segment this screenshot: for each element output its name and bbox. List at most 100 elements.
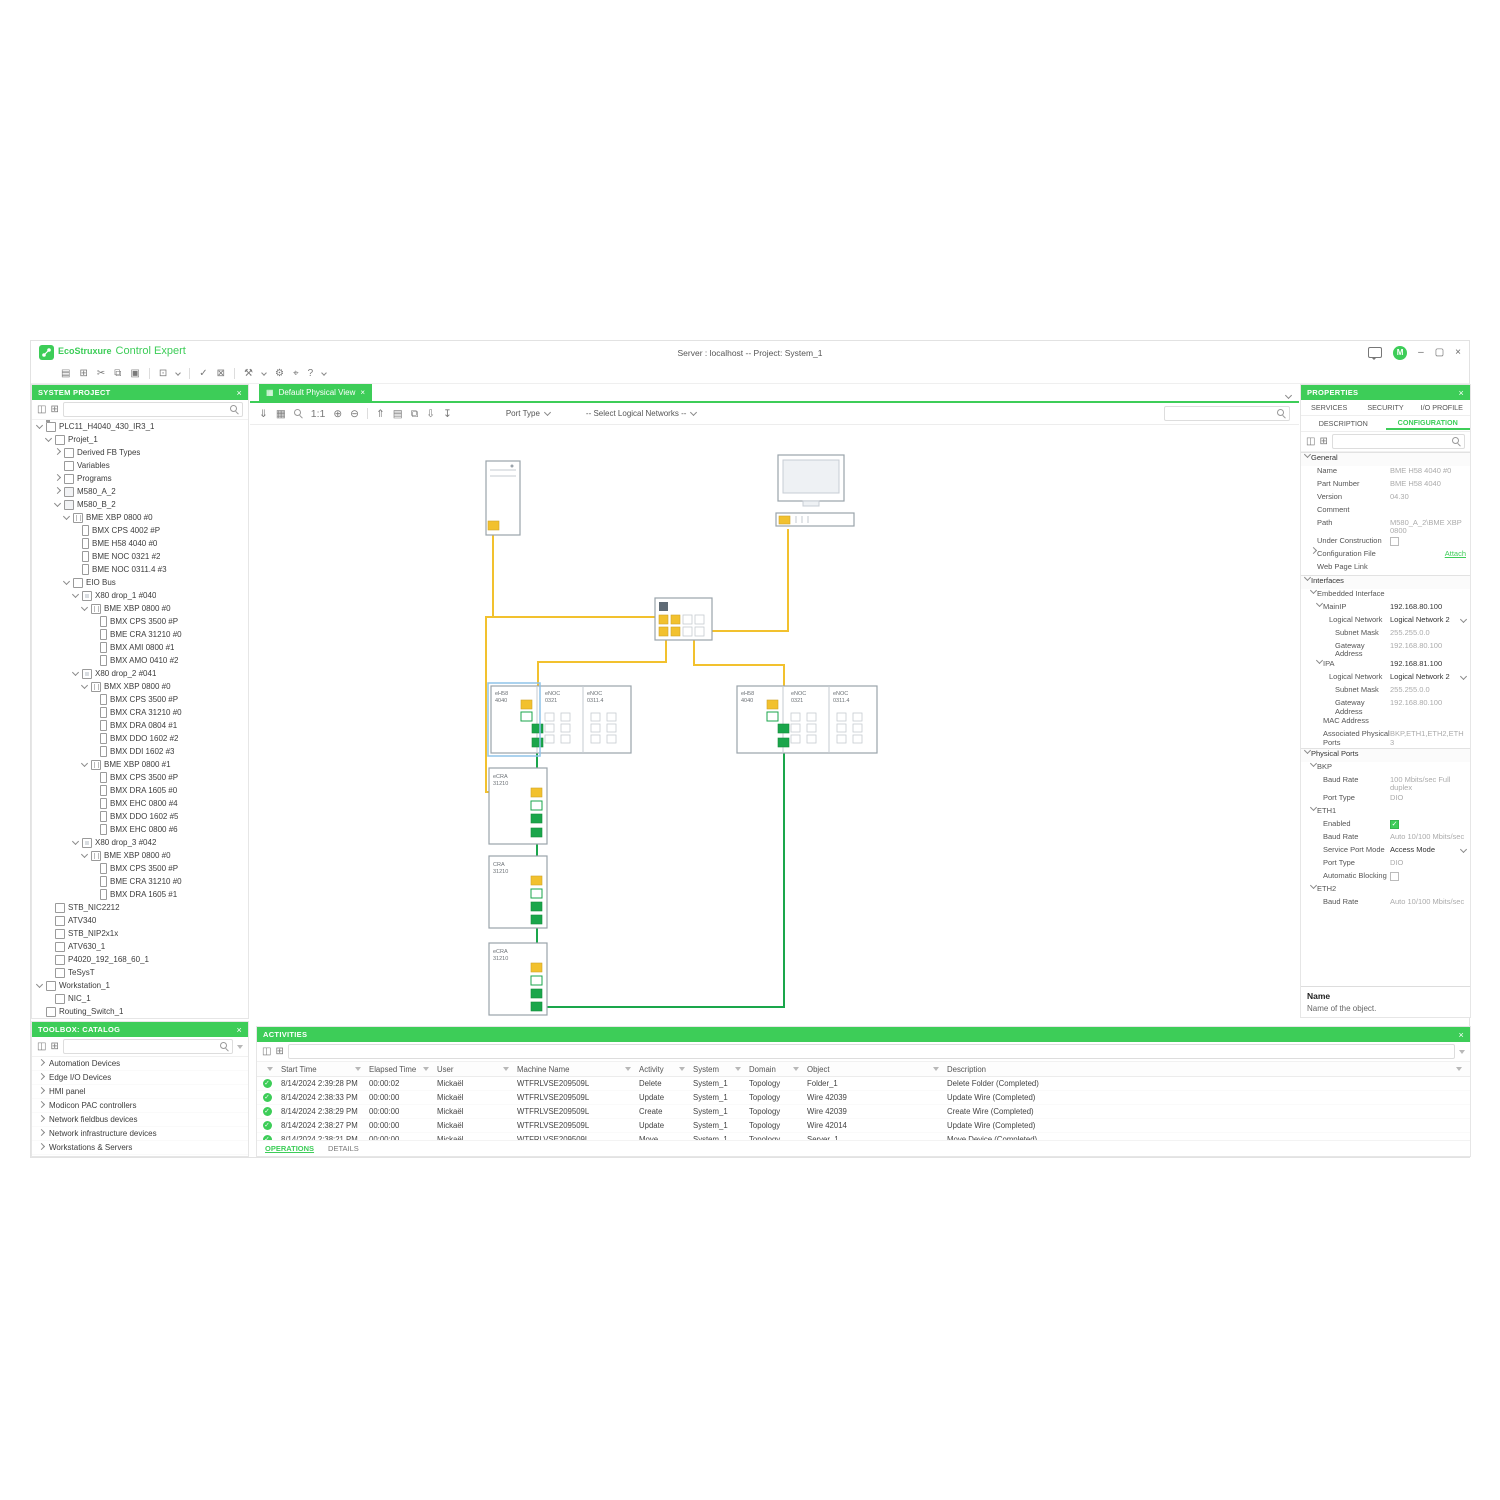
tree-item[interactable]: X80 drop_3 #042 <box>32 836 248 849</box>
port-type-dropdown[interactable]: Port Type <box>506 408 551 418</box>
tree-item[interactable]: STB_NIC2212 <box>32 901 248 914</box>
chat-icon[interactable] <box>1368 347 1383 360</box>
dock-icon[interactable]: ◫ <box>37 1040 47 1052</box>
property-row[interactable]: BKP <box>1301 759 1470 775</box>
tree-item[interactable]: BMX DRA 0804 #1 <box>32 719 248 732</box>
tree-item[interactable]: BMX DDO 1602 #2 <box>32 732 248 745</box>
catalog-category[interactable]: Workstations & Servers <box>32 1141 248 1155</box>
expander[interactable] <box>71 837 79 846</box>
tab-operations[interactable]: OPERATIONS <box>265 1144 315 1153</box>
expander[interactable] <box>53 499 61 508</box>
tree-item[interactable]: Derived FB Types <box>32 446 248 459</box>
tree-item[interactable]: TeSysT <box>32 966 248 979</box>
tree-item[interactable]: BMX CPS 3500 #P <box>32 862 248 875</box>
user-avatar[interactable]: M <box>1393 345 1408 360</box>
tree-item[interactable]: ATV340 <box>32 914 248 927</box>
close-icon[interactable]: × <box>1458 387 1464 398</box>
property-row[interactable]: Enabled✓ <box>1301 819 1470 832</box>
rio-wire-green[interactable] <box>543 747 785 1008</box>
tree-item[interactable]: EIO Bus <box>32 576 248 589</box>
expander[interactable] <box>53 486 61 495</box>
tree-item[interactable]: BMX AMI 0800 #1 <box>32 641 248 654</box>
tree-item[interactable]: X80 drop_2 #041 <box>32 667 248 680</box>
tree-item[interactable]: BME XBP 0800 #0 <box>32 511 248 524</box>
ethernet-wire-yellow[interactable] <box>693 640 785 686</box>
tree-item[interactable]: BMX XBP 0800 #0 <box>32 680 248 693</box>
expander[interactable] <box>1309 586 1317 594</box>
filter-icon[interactable] <box>735 1067 741 1071</box>
tab-details[interactable]: DETAILS <box>328 1144 359 1153</box>
green-port[interactable] <box>530 813 543 824</box>
property-value[interactable]: Access Mode <box>1390 845 1468 855</box>
search-input[interactable] <box>66 1042 220 1051</box>
pin-icon[interactable]: ⊞ <box>275 1045 284 1057</box>
tools-icon[interactable]: ⚒ <box>244 367 253 379</box>
catalog-category[interactable]: Edge I/O Devices <box>32 1071 248 1085</box>
help-icon[interactable]: ? <box>307 367 314 379</box>
checkbox-unchecked[interactable] <box>1390 871 1399 881</box>
property-value[interactable]: Logical Network 2 <box>1390 615 1468 625</box>
property-section[interactable]: General <box>1301 452 1470 466</box>
tree-item[interactable]: Routing_Switch_1 <box>32 1005 248 1018</box>
tree-item[interactable]: BMX DRA 1605 #0 <box>32 784 248 797</box>
dock-icon[interactable]: ◫ <box>262 1045 272 1057</box>
import-icon[interactable]: ⇓ <box>259 407 268 420</box>
filter-icon[interactable] <box>355 1067 361 1071</box>
tree-item[interactable]: BMX CPS 4002 #P <box>32 524 248 537</box>
column-header[interactable]: Description <box>947 1065 1470 1074</box>
workstation-device[interactable] <box>775 454 855 527</box>
expander[interactable] <box>1303 452 1311 458</box>
tree-item[interactable]: X80 drop_1 #040 <box>32 589 248 602</box>
tree-item[interactable]: P4020_192_168_60_1 <box>32 953 248 966</box>
green-port[interactable] <box>531 723 544 734</box>
expander[interactable] <box>1315 599 1323 607</box>
tab-security[interactable]: SECURITY <box>1367 403 1404 412</box>
validate-icon[interactable]: ✓ <box>199 367 208 379</box>
column-header[interactable]: System <box>693 1065 749 1074</box>
green-port-empty[interactable] <box>766 711 779 722</box>
tree-item[interactable]: Workstation_1 <box>32 979 248 992</box>
expander[interactable] <box>80 603 88 612</box>
maximize-button[interactable]: ▢ <box>1434 346 1445 358</box>
tree-item[interactable]: BMX CRA 31210 #0 <box>32 706 248 719</box>
tree-item[interactable]: BMX CPS 3500 #P <box>32 615 248 628</box>
tree-item[interactable]: Variables <box>32 459 248 472</box>
green-port-empty[interactable] <box>520 711 533 722</box>
catalog-category[interactable]: Network fieldbus devices <box>32 1113 248 1127</box>
tree-item[interactable]: PLC11_H4040_430_IR3_1 <box>32 420 248 433</box>
filter-icon[interactable] <box>503 1067 509 1071</box>
expander[interactable] <box>1309 759 1317 767</box>
tree-item[interactable]: BME NOC 0321 #2 <box>32 550 248 563</box>
search-input[interactable] <box>1335 437 1452 446</box>
zoom-out-icon[interactable]: ⊖ <box>350 407 359 420</box>
property-value[interactable]: Logical Network 2 <box>1390 672 1468 682</box>
ethernet-wire-yellow[interactable] <box>712 529 789 632</box>
expander[interactable] <box>44 434 52 443</box>
search-input[interactable] <box>291 1047 1451 1056</box>
tree-item[interactable]: BME XBP 0800 #0 <box>32 849 248 862</box>
tree-item[interactable]: BME NOC 0311.4 #3 <box>32 563 248 576</box>
pin-icon[interactable]: ⊞ <box>1319 435 1328 447</box>
tree-item[interactable]: BMX EHC 0800 #4 <box>32 797 248 810</box>
green-port[interactable] <box>530 914 543 925</box>
expander[interactable] <box>1315 656 1323 665</box>
tree-item[interactable]: BMX CPS 3500 #P <box>32 693 248 706</box>
green-port[interactable] <box>530 901 543 912</box>
checkbox-unchecked[interactable] <box>1390 536 1399 546</box>
tree-item[interactable]: BMX AMO 0410 #2 <box>32 654 248 667</box>
chevron-down-icon[interactable] <box>1284 391 1293 400</box>
yellow-port[interactable] <box>520 699 533 710</box>
expander[interactable] <box>1303 746 1311 754</box>
server-device[interactable] <box>485 460 521 536</box>
tree-item[interactable]: BMX DDO 1602 #5 <box>32 810 248 823</box>
yellow-port[interactable] <box>530 787 543 798</box>
tab-services[interactable]: SERVICES <box>1311 403 1348 412</box>
